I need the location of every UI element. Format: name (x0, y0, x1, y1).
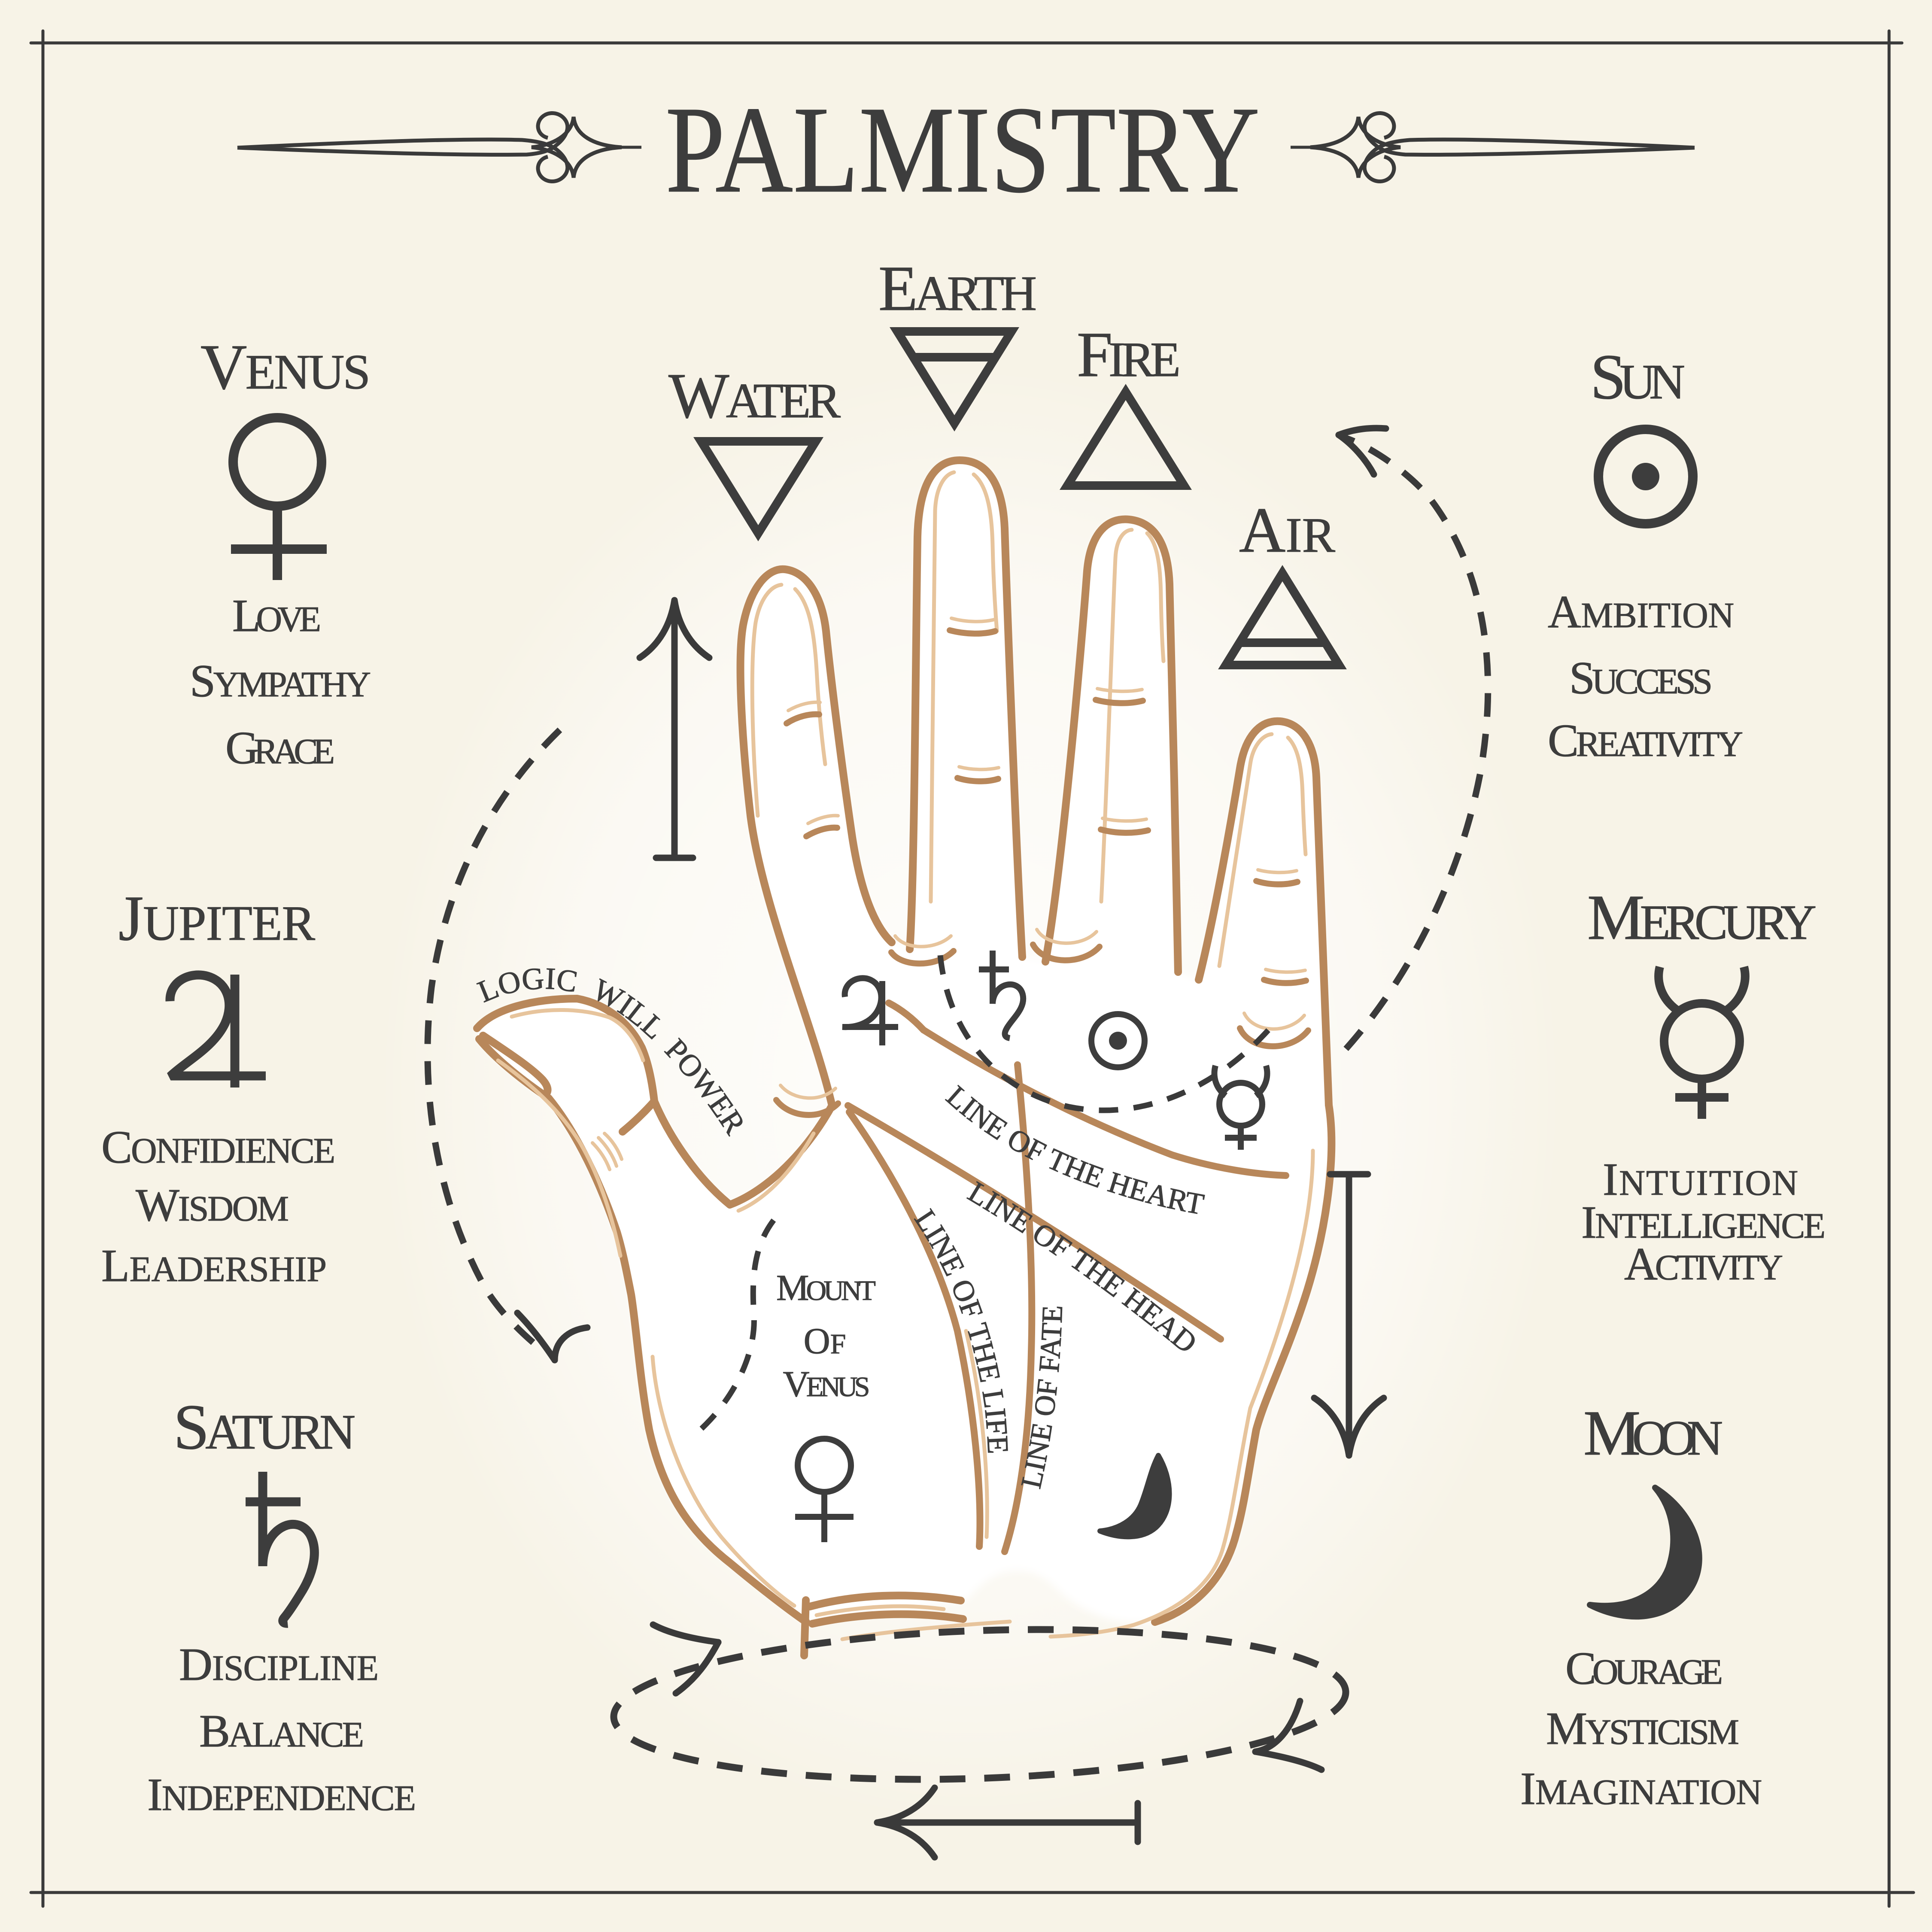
svg-text:AIR: AIR (1239, 495, 1336, 566)
svg-text:PALMISTRY: PALMISTRY (665, 81, 1260, 219)
svg-text:VENUS: VENUS (200, 331, 371, 403)
